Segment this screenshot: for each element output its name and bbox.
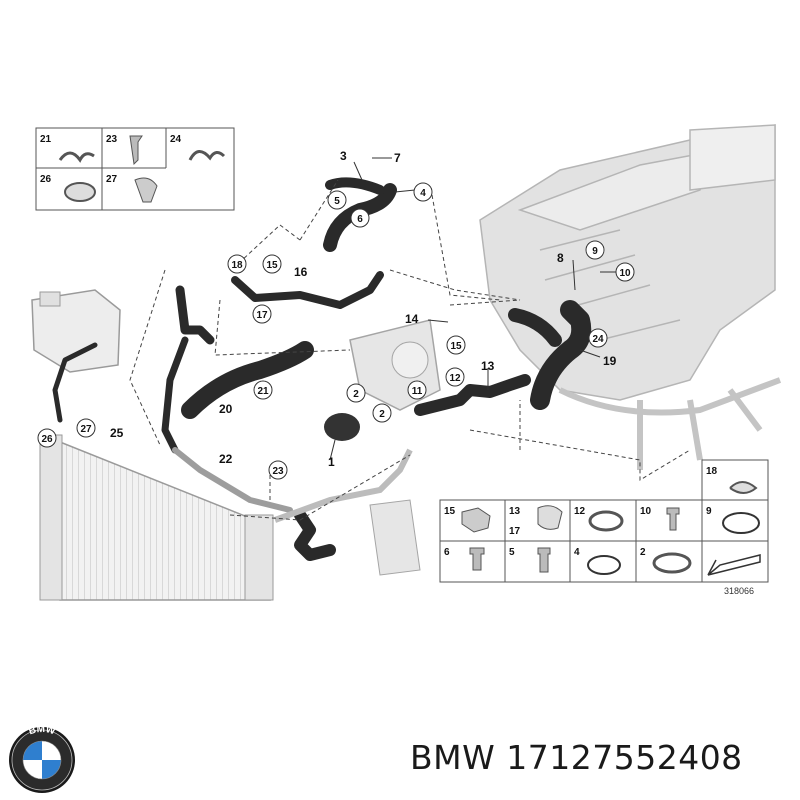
hose-19-upper (508, 308, 562, 347)
clip-part-icon (134, 177, 158, 203)
hose-left-vertical (161, 336, 189, 454)
nut-part-icon (461, 507, 491, 533)
callout: 15 (266, 260, 278, 271)
callout: 24 (592, 334, 604, 345)
callouts-circled (37, 182, 635, 480)
callout: 23 (272, 466, 284, 477)
callout: 20 (219, 402, 233, 416)
legend-label: 18 (706, 466, 718, 477)
legend-top-label: 27 (106, 174, 118, 185)
clamp-part-icon (652, 552, 692, 574)
callout-lines (329, 157, 618, 461)
part-1 (324, 413, 360, 441)
clamp-part-icon (729, 481, 758, 494)
hose-11 (414, 374, 531, 416)
callout: 11 (412, 386, 423, 397)
callout: 18 (231, 260, 243, 271)
legend-top-label: 21 (40, 134, 52, 145)
callout: 27 (80, 424, 92, 435)
legend-label: 9 (706, 506, 712, 517)
legend-label: 13 (509, 506, 521, 517)
callout: 5 (334, 196, 340, 207)
legend-label: 5 (509, 547, 515, 558)
callouts-circled-labels: 5 6 4 18 15 17 9 10 24 15 2 2 11 12 21 2… (41, 188, 631, 477)
screw-part-icon (129, 135, 143, 166)
hose-3 (325, 177, 385, 195)
callout: 15 (450, 341, 462, 352)
hose-20 (181, 341, 314, 419)
thermostat-housing (349, 319, 441, 576)
legend-top-label: 23 (106, 134, 118, 145)
callout: 25 (110, 426, 124, 440)
bolt-part-icon (469, 547, 485, 571)
callout: 13 (481, 359, 495, 373)
o-ring-icon (587, 555, 621, 575)
legend-label: 15 (444, 506, 456, 517)
hose-lower (294, 509, 336, 561)
legend-top-label: 24 (170, 134, 182, 145)
o-ring-icon (722, 512, 760, 534)
hose-19 (530, 300, 592, 410)
clamp-part-icon (64, 182, 96, 202)
bolt-part-icon (537, 547, 551, 573)
reference-number: 318066 (724, 586, 754, 596)
legend-box-bottom: 15 13 17 12 10 9 6 5 4 2 318066 (439, 499, 769, 596)
callout: 19 (603, 354, 617, 368)
bmw-logo: BMW (9, 726, 75, 793)
clip-part-icon (537, 505, 563, 530)
callout: 8 (557, 251, 564, 265)
callout: 2 (379, 409, 385, 420)
pipe (273, 448, 413, 523)
legend-label: 6 (444, 547, 450, 558)
callout: 26 (41, 434, 53, 445)
callout: 21 (257, 386, 269, 397)
callout: 4 (420, 188, 426, 199)
hose-upper-left (175, 285, 215, 345)
callout: 17 (256, 310, 268, 321)
legend-label: 12 (574, 506, 586, 517)
callout: 3 (340, 149, 347, 163)
pipe-22 (172, 447, 293, 513)
callout: 10 (619, 268, 631, 279)
legend-label: 2 (640, 547, 646, 558)
callout: 1 (328, 455, 335, 469)
callout: 6 (357, 214, 363, 225)
legend-label: 17 (509, 526, 521, 537)
callout: 12 (449, 373, 461, 384)
callout: 14 (405, 312, 419, 326)
arrow-part-icon (707, 554, 761, 576)
product-title: BMW 17127552408 (410, 738, 743, 777)
legend-box-top: 21 23 24 26 27 (35, 127, 235, 211)
clip-part-icon (188, 150, 226, 161)
legend-label: 4 (574, 547, 580, 558)
coolant-hoses (52, 177, 592, 561)
engine-block (479, 124, 782, 470)
legend-top-label: 26 (40, 174, 52, 185)
callout: 22 (219, 452, 233, 466)
logo-letters: BMW (27, 726, 57, 737)
legend-box-18: 18 (701, 459, 769, 501)
radiator (39, 434, 274, 601)
leader-lines (129, 179, 691, 521)
callouts-plain: 3 7 16 8 14 13 19 20 1 25 22 (110, 149, 617, 469)
clip-part-icon (58, 151, 95, 163)
callout: 2 (353, 389, 359, 400)
callout: 16 (294, 265, 308, 279)
hose-tank (52, 342, 98, 423)
clamp-part-icon (588, 510, 624, 532)
hose-16 (231, 271, 384, 309)
callout: 9 (592, 246, 598, 257)
legend-label: 10 (640, 506, 652, 517)
expansion-tank (31, 289, 121, 373)
bolt-part-icon (666, 507, 680, 531)
callout: 7 (394, 151, 401, 165)
